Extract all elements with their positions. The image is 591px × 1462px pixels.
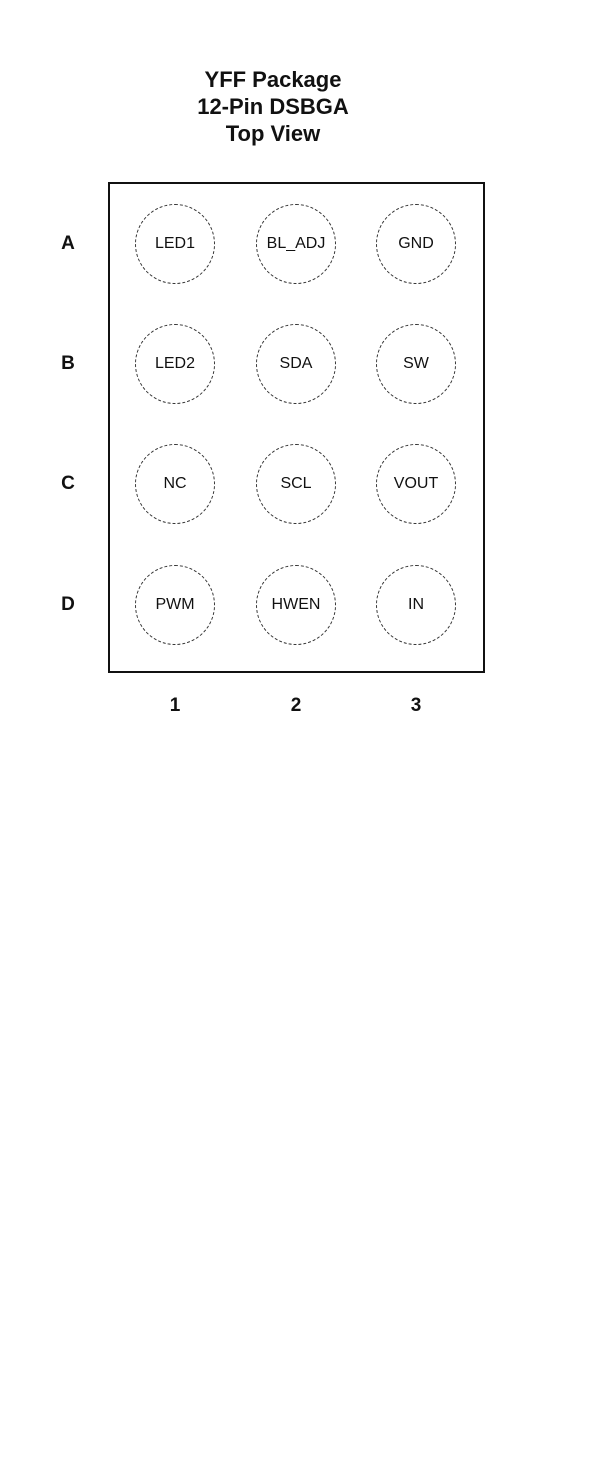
pin-d2: HWEN [256, 565, 336, 645]
pin-b3: SW [376, 324, 456, 404]
package-outline [108, 182, 485, 673]
row-label-b: B [61, 353, 75, 374]
pin-d1: PWM [135, 565, 215, 645]
title-view: Top View [225, 121, 321, 146]
column-label-3: 3 [410, 695, 422, 716]
pin-c3: VOUT [376, 444, 456, 524]
title-package: YFF Package [204, 67, 342, 92]
pin-b2: SDA [256, 324, 336, 404]
row-label-d: D [61, 594, 75, 615]
pin-c2: SCL [256, 444, 336, 524]
diagram-title: YFF Package 12-Pin DSBGA Top View [0, 66, 546, 147]
pin-a1: LED1 [135, 204, 215, 284]
pin-a2: BL_ADJ [256, 204, 336, 284]
column-label-2: 2 [290, 695, 302, 716]
row-label-a: A [61, 233, 75, 254]
pin-a3: GND [376, 204, 456, 284]
column-label-1: 1 [169, 695, 181, 716]
pin-b1: LED2 [135, 324, 215, 404]
pin-c1: NC [135, 444, 215, 524]
title-pin-count: 12-Pin DSBGA [197, 94, 349, 119]
row-label-c: C [61, 473, 75, 494]
pin-d3: IN [376, 565, 456, 645]
